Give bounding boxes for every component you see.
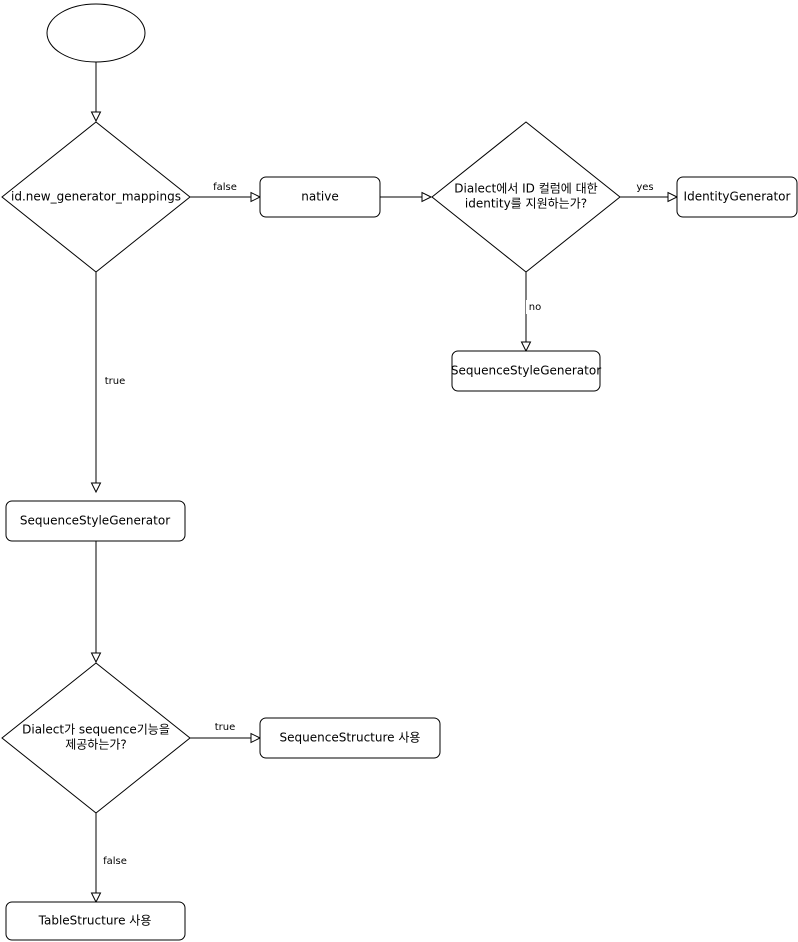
edges: false yes no true (90, 62, 679, 904)
edge-label-no: no (529, 302, 541, 313)
nodes: id.new_generator_mappings native Dialect… (1, 3, 798, 941)
arrowhead-down-icon (90, 652, 102, 664)
decision-identity-support[interactable]: Dialect에서 ID 컬럼에 대한 identity를 지원하는가? (431, 121, 621, 273)
edge-label-false: false (103, 856, 127, 867)
arrowhead-right-icon (421, 191, 433, 203)
arrowhead-right-icon (667, 191, 679, 203)
edge-identity-question-to-identity-generator: yes (620, 180, 679, 203)
decision-sequence-support-label-line-2: 제공하는가? (65, 738, 127, 752)
edge-identity-question-to-sequence-style-generator: no (520, 272, 546, 353)
process-sequence-style-generator-right-label: SequenceStyleGenerator (451, 364, 601, 378)
start-node[interactable] (46, 3, 146, 63)
arrowhead-right-icon (250, 191, 262, 203)
arrowhead-right-icon (250, 732, 262, 744)
process-sequence-structure[interactable]: SequenceStructure 사용 (259, 717, 441, 759)
process-sequence-style-generator-left[interactable]: SequenceStyleGenerator (5, 500, 186, 542)
process-table-structure[interactable]: TableStructure 사용 (5, 901, 186, 941)
edge-native-to-identity-question (380, 191, 433, 203)
decision-identity-support-label-line-1: Dialect에서 ID 컬럼에 대한 (454, 182, 597, 196)
decision-new-generator-mappings-label: id.new_generator_mappings (11, 190, 181, 204)
process-sequence-style-generator-right[interactable]: SequenceStyleGenerator (451, 350, 601, 392)
decision-identity-support-label-line-2: identity를 지원하는가? (465, 197, 587, 211)
edge-sequence-question-to-table-structure: false (90, 813, 130, 904)
edge-label-true: true (215, 722, 236, 733)
process-sequence-style-generator-left-label: SequenceStyleGenerator (20, 514, 170, 528)
edge-label-false: false (213, 182, 237, 193)
arrowhead-down-icon (90, 482, 102, 494)
edge-sequence-style-generator-to-sequence-question (90, 541, 102, 664)
edge-label-true: true (105, 376, 126, 387)
edge-label-yes: yes (636, 182, 653, 193)
edge-mappings-to-native: false (190, 180, 262, 203)
edge-sequence-question-to-sequence-structure: true (190, 720, 262, 744)
edge-mappings-to-sequence-style-generator: true (90, 272, 129, 494)
decision-sequence-support[interactable]: Dialect가 sequence기능을 제공하는가? (1, 662, 191, 814)
process-native-label: native (301, 190, 338, 204)
process-identity-generator-label: IdentityGenerator (684, 190, 791, 204)
decision-sequence-support-label-line-1: Dialect가 sequence기능을 (22, 723, 170, 737)
process-identity-generator[interactable]: IdentityGenerator (676, 176, 798, 218)
process-table-structure-label: TableStructure 사용 (38, 914, 152, 928)
arrowhead-down-icon (520, 341, 532, 353)
arrowhead-down-icon (90, 111, 102, 123)
process-sequence-structure-label: SequenceStructure 사용 (280, 731, 421, 745)
edge-start-to-mappings (90, 62, 102, 123)
process-native[interactable]: native (259, 176, 381, 218)
arrowhead-down-icon (90, 892, 102, 904)
decision-new-generator-mappings[interactable]: id.new_generator_mappings (1, 121, 191, 273)
